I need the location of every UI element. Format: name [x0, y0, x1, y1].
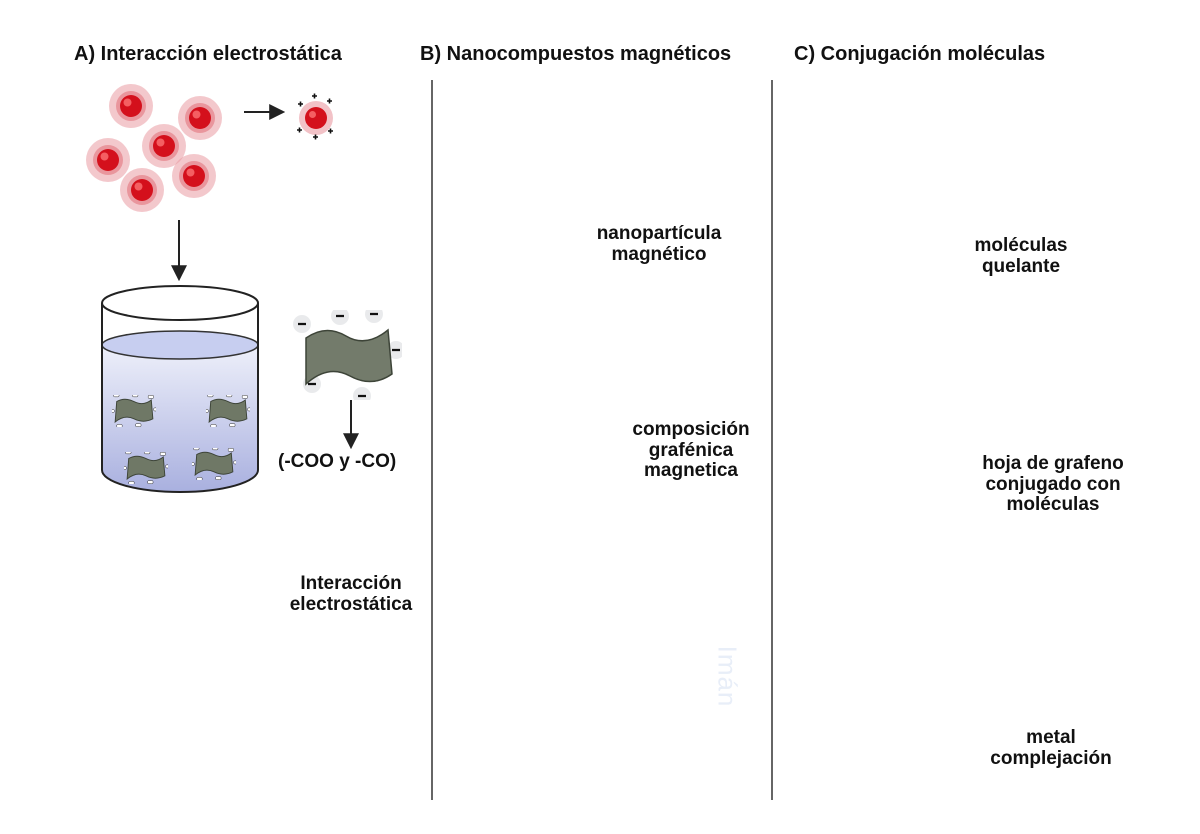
composite-label-line: grafénica [648, 439, 734, 461]
magnet-label: Imán [712, 645, 742, 707]
magnetic-composite-label: composición grafénica magnetica [616, 419, 766, 482]
sheet-label-line: hoja de grafeno [982, 453, 1124, 474]
functional-groups-label: (-COO y -CO) [278, 451, 397, 472]
metal-label-line: metal [1026, 727, 1076, 748]
chelating-label-line: quelante [981, 255, 1061, 277]
sheet-label-line: conjugado con [985, 473, 1121, 495]
panel-a-title: A) Interacción electrostática [74, 43, 342, 65]
panel-b-title: B) Nanocompuestos magnéticos [420, 43, 732, 65]
composite-label-line: composición [632, 419, 750, 440]
metal-complex-label: metal complejación [976, 727, 1126, 769]
chelating-label-line: moléculas [974, 235, 1068, 256]
composite-label-line: magnetica [644, 460, 738, 482]
chelating-label: moléculas quelante [946, 235, 1096, 277]
panel-c-title: C) Conjugación moléculas [794, 43, 1046, 65]
conjugated-sheet-label: hoja de grafeno conjugado con moléculas [968, 453, 1138, 516]
sheet-label-line: moléculas [1006, 494, 1100, 516]
nanoparticle-label-line: magnético [611, 243, 707, 265]
nanoparticle-label: nanopartícula magnético [584, 223, 734, 265]
charged-ion-icon [296, 92, 334, 141]
interaction-label-line: Interacción [300, 573, 402, 594]
nanoparticle-label-line: nanopartícula [596, 223, 722, 244]
interaction-label-line: electrostática [289, 593, 413, 615]
graphene-sheet-icon [292, 310, 402, 400]
metal-label-line: complejación [990, 747, 1112, 769]
interaction-label: Interacción electrostática [276, 573, 426, 615]
panel-a-ion-cluster [86, 84, 222, 212]
beaker-a1 [101, 285, 259, 493]
magnet-label-wrapper: Imán [709, 576, 744, 776]
